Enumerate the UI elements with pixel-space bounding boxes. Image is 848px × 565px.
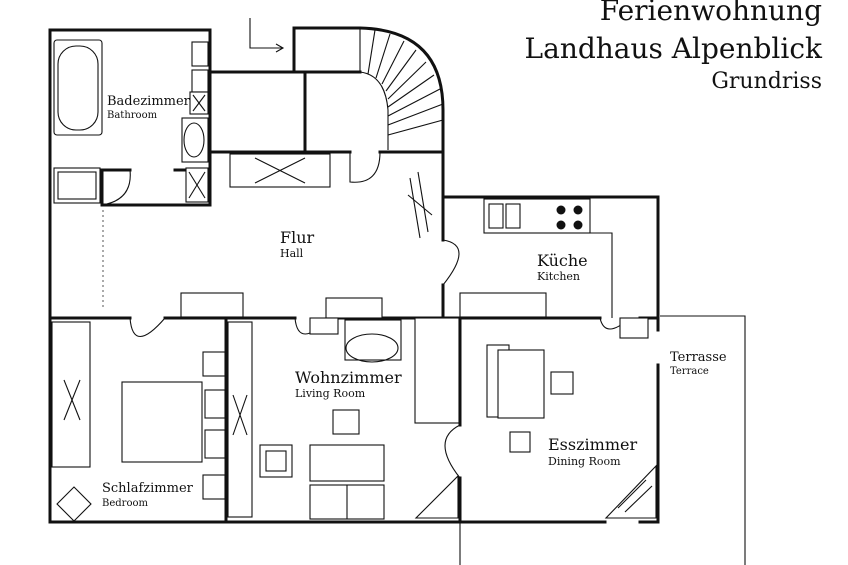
dining-corner-cabinet xyxy=(604,464,657,519)
dining-furniture xyxy=(486,344,657,519)
kitchen-sink xyxy=(488,203,504,229)
kitchen-stool xyxy=(619,317,649,339)
bathroom-sublabel: Bathroom xyxy=(107,110,158,121)
living-shelf xyxy=(414,317,460,424)
stove-burner xyxy=(573,220,583,230)
living-sublabel: Living Room xyxy=(295,387,366,400)
dining-chair-1 xyxy=(550,371,574,395)
sofa-back xyxy=(309,444,385,482)
stove-burner xyxy=(556,205,566,215)
coffee-table xyxy=(332,409,360,435)
hall-furniture xyxy=(102,153,433,319)
dining-chair-2 xyxy=(509,431,531,453)
hall-wardrobe xyxy=(229,153,331,188)
nightstand-2 xyxy=(202,474,226,500)
kitchen-fixtures xyxy=(459,198,649,339)
bed-pillow-1 xyxy=(204,389,226,419)
staircase xyxy=(292,26,445,154)
bedroom-sublabel: Bedroom xyxy=(102,498,148,509)
bedroom-wardrobe xyxy=(51,321,91,468)
living-furniture xyxy=(259,317,460,520)
bedroom-label: Schlafzimmer xyxy=(102,481,194,496)
bathtub xyxy=(53,39,103,136)
nightstand-1 xyxy=(202,351,226,377)
title-line-1: Ferienwohnung xyxy=(600,0,822,27)
bedroom-chair xyxy=(56,486,92,522)
terrace-sublabel: Terrace xyxy=(670,366,709,377)
title-line-2: Landhaus Alpenblick xyxy=(525,32,823,65)
room-labels: Badezimmer Bathroom Flur Hall Küche Kitc… xyxy=(102,94,727,509)
kitchen-sublabel: Kitchen xyxy=(537,270,580,283)
living-label: Wohnzimmer xyxy=(295,368,402,387)
living-table-round xyxy=(344,319,402,361)
bed-pillow-2 xyxy=(204,429,226,459)
hall-shelf-1 xyxy=(180,292,244,318)
hall-label: Flur xyxy=(280,228,315,247)
hall-shelf-2 xyxy=(325,297,383,319)
terrace-label: Terrasse xyxy=(670,350,727,365)
kitchen-label: Küche xyxy=(537,251,588,270)
shower-tray xyxy=(53,167,101,204)
hall-sublabel: Hall xyxy=(280,247,304,260)
bed xyxy=(121,381,203,463)
toilet xyxy=(191,41,209,67)
armchair xyxy=(259,444,293,478)
living-cabinet xyxy=(309,317,339,335)
stove-burner xyxy=(573,205,583,215)
kitchen-island xyxy=(459,292,547,318)
dining-label: Esszimmer xyxy=(548,435,637,454)
corner-lamp xyxy=(414,474,459,519)
entrance-arrow xyxy=(249,18,285,53)
title-line-3: Grundriss xyxy=(711,69,822,94)
title-block: Ferienwohnung Landhaus Alpenblick Grundr… xyxy=(525,0,823,94)
dining-sublabel: Dining Room xyxy=(548,455,621,468)
bathroom-fixtures xyxy=(53,39,209,204)
bedroom-furniture xyxy=(51,321,253,522)
bidet xyxy=(191,69,209,93)
kitchen-sink-2 xyxy=(505,203,521,229)
terrace xyxy=(459,315,746,565)
stove-burner xyxy=(556,220,566,230)
dining-table xyxy=(497,349,545,419)
bathroom-label: Badezimmer xyxy=(107,94,191,109)
living-wardrobe xyxy=(227,321,253,518)
